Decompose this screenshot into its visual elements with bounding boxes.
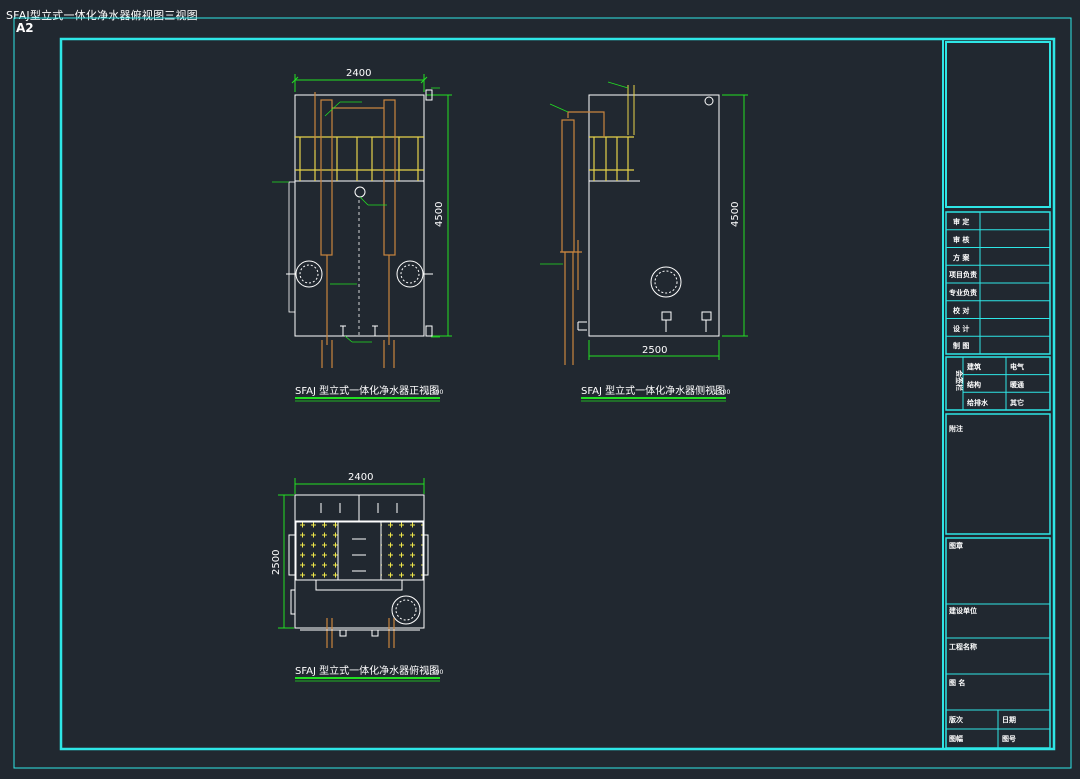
front-view: 2400 4500 — [272, 68, 452, 402]
drawing-name-label: 图 名 — [949, 678, 965, 687]
countersign-cell-5: 其它 — [1010, 398, 1024, 407]
side-height-dimension — [722, 94, 748, 337]
inner-frame — [59, 37, 1056, 751]
side-pipes — [560, 111, 605, 365]
side-railing — [589, 136, 634, 181]
approval-row-4: 专业负责 — [949, 288, 977, 297]
front-manholes — [286, 260, 433, 288]
outer-frame — [13, 17, 1072, 769]
front-tank-body — [294, 94, 425, 337]
remarks-label: 附注 — [949, 424, 963, 433]
client-label: 建设单位 — [949, 606, 977, 615]
sheet-title: SFAJ型立式一体化净水器俯视图三视图 — [6, 9, 198, 22]
top-scale: 1:100 — [426, 669, 443, 676]
side-width-label: 2500 — [642, 345, 667, 356]
countersign-label: 会签栏 — [955, 370, 964, 391]
top-height-dimension — [278, 494, 294, 629]
front-width-label: 2400 — [346, 68, 371, 79]
front-width-dimension — [291, 74, 428, 92]
approval-row-2: 方 案 — [953, 253, 970, 262]
side-caption: SFAJ 型立式一体化净水器侧视图 — [581, 384, 725, 397]
side-width-dimension — [588, 340, 720, 360]
title-block-text: 审 定 审 核 方 案 项目负责 专业负责 校 对 设 计 制 图 会签栏 建筑… — [949, 217, 1025, 743]
top-view: 2400 2500 — [271, 472, 443, 682]
side-view: 4500 2500 SFAJ 型立式一体化净水器侧视图 1:100 — [540, 81, 748, 402]
approval-row-1: 审 核 — [953, 235, 969, 244]
side-height-label: 4500 — [730, 202, 741, 227]
sheet-label: 图幅 — [949, 734, 963, 743]
approval-row-6: 设 计 — [953, 324, 969, 333]
front-caption: SFAJ 型立式一体化净水器正视图 — [295, 384, 439, 397]
side-tank-body — [588, 94, 720, 337]
top-width-label: 2400 — [348, 472, 373, 483]
sheet-size-label: A2 — [16, 21, 34, 35]
approval-row-5: 校 对 — [953, 306, 969, 315]
top-caption: SFAJ 型立式一体化净水器俯视图 — [295, 664, 439, 677]
title-block — [942, 39, 1051, 749]
front-railing — [295, 136, 424, 181]
countersign-cell-0: 建筑 — [967, 362, 981, 371]
front-pipes — [314, 92, 396, 368]
approval-row-0: 审 定 — [953, 217, 969, 226]
side-scale: 1:100 — [713, 389, 730, 396]
countersign-cell-2: 结构 — [966, 380, 981, 389]
approval-row-3: 项目负责 — [949, 270, 977, 279]
front-height-label: 4500 — [434, 202, 445, 227]
approval-row-7: 制 图 — [953, 341, 969, 350]
front-scale: 1:100 — [426, 389, 443, 396]
version-label: 版次 — [949, 715, 963, 724]
top-filter-bed-right — [380, 521, 424, 581]
countersign-cell-1: 电气 — [1010, 362, 1024, 371]
date-label: 日期 — [1002, 715, 1016, 724]
number-label: 图号 — [1002, 734, 1016, 743]
countersign-cell-4: 给排水 — [967, 398, 989, 407]
top-width-dimension — [294, 478, 425, 494]
countersign-cell-3: 暖通 — [1010, 380, 1025, 389]
top-filter-bed-left — [295, 521, 339, 581]
project-label: 工程名称 — [949, 642, 977, 651]
top-height-label: 2500 — [271, 550, 282, 575]
stamp-label: 图章 — [949, 541, 963, 550]
